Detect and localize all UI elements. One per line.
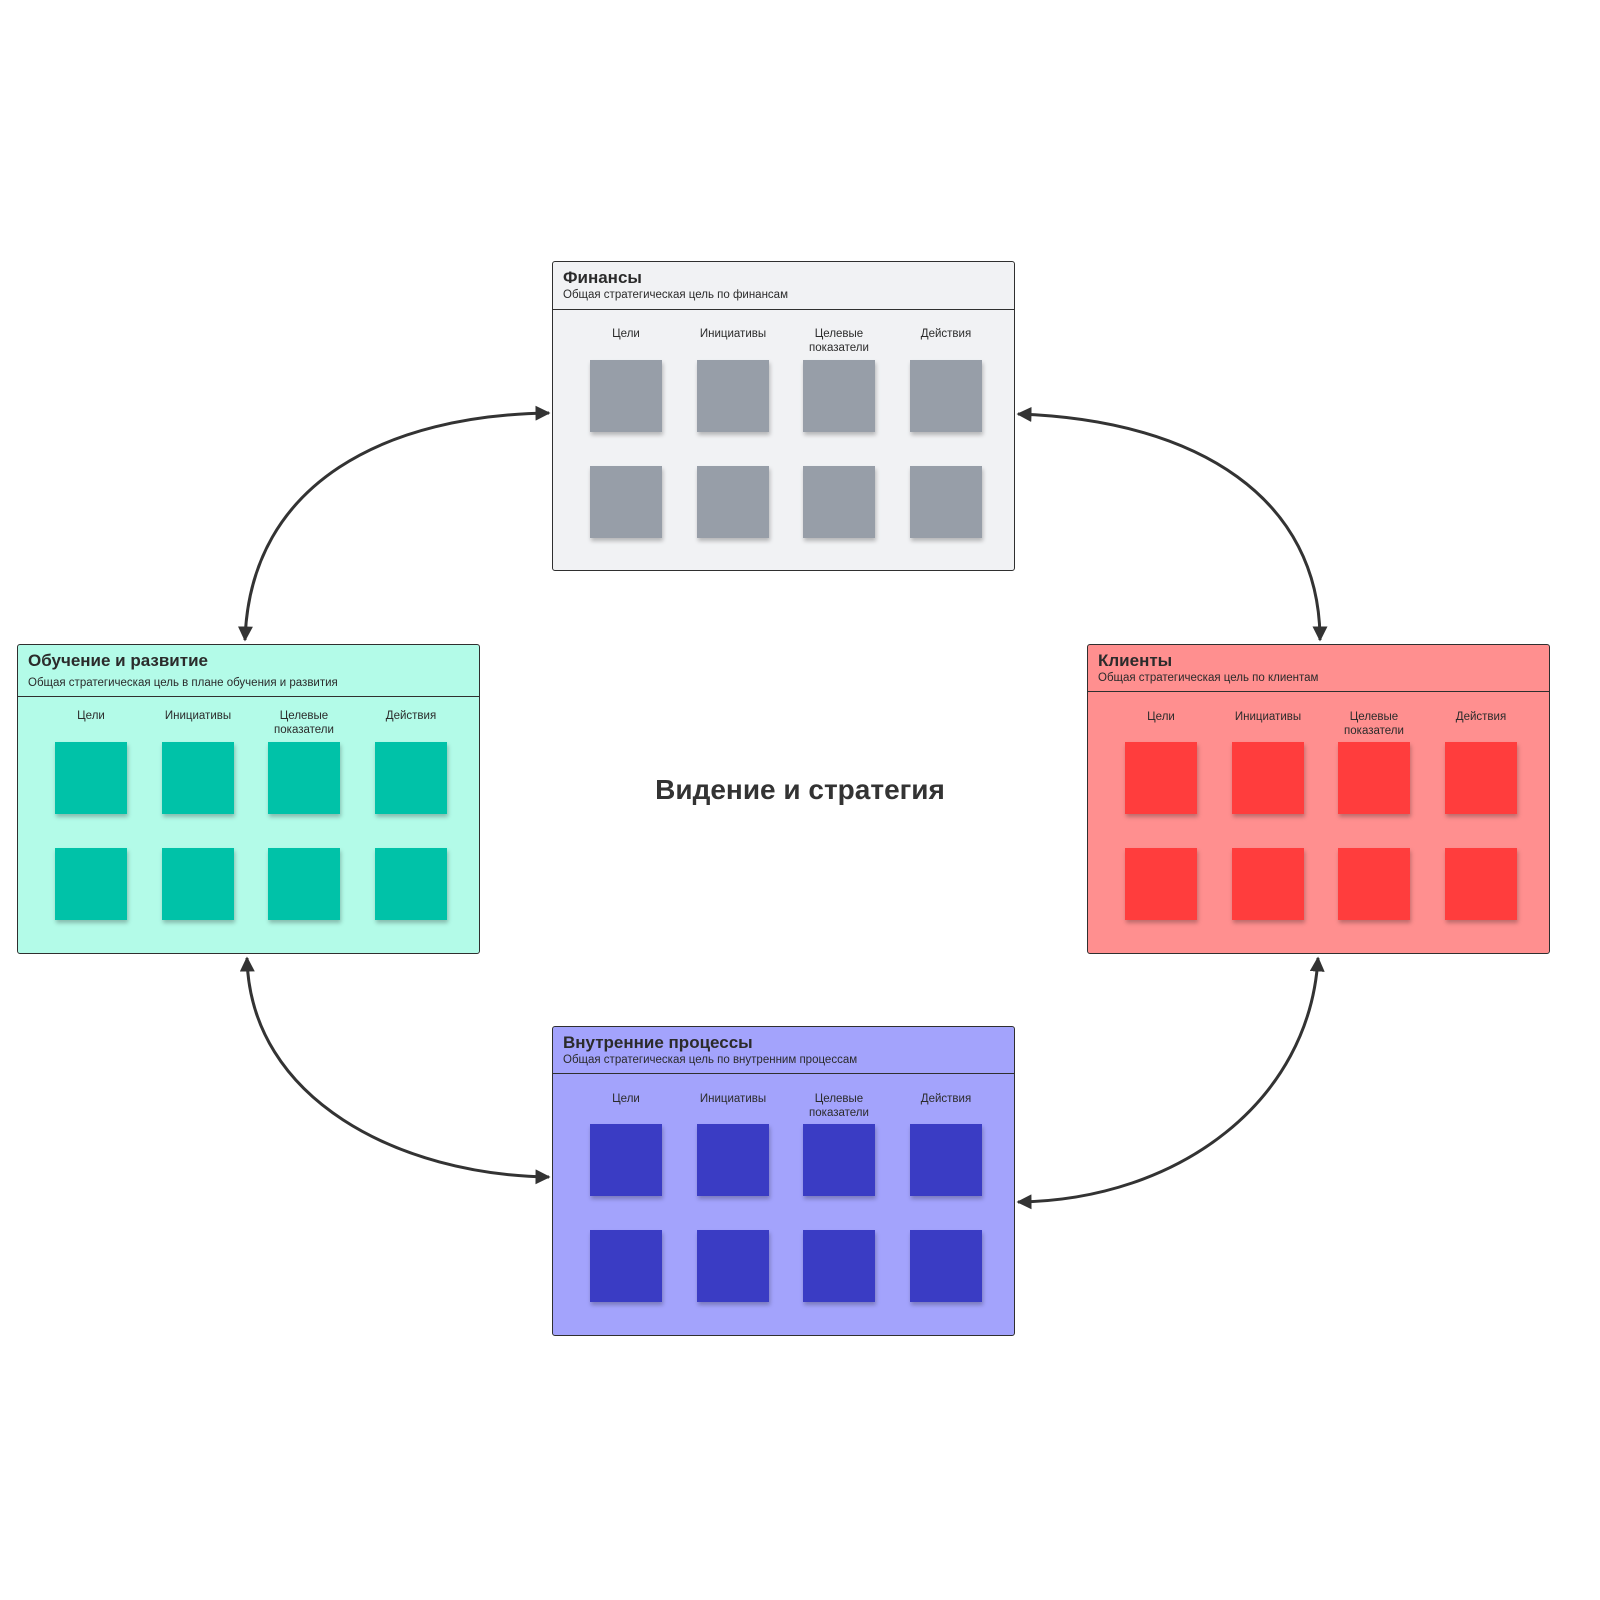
panel-header: Клиенты Общая стратегическая цель по кли… [1088, 645, 1549, 692]
column-label: Действия [1455, 711, 1507, 723]
panel-customers[interactable]: Клиенты Общая стратегическая цель по кли… [1087, 644, 1550, 954]
sticky-note[interactable] [1125, 742, 1197, 814]
arrow-learning-internal [239, 956, 551, 1185]
column-label: Действия [920, 1093, 972, 1105]
sticky-note[interactable] [910, 1230, 982, 1302]
panel-subtitle: Общая стратегическая цель по внутренним … [563, 1054, 858, 1066]
sticky-note[interactable] [590, 466, 662, 538]
sticky-note[interactable] [55, 742, 127, 814]
sticky-note[interactable] [1445, 742, 1517, 814]
sticky-note[interactable] [803, 1124, 875, 1196]
sticky-note[interactable] [697, 360, 769, 432]
sticky-note[interactable] [1232, 742, 1304, 814]
arrow-finance-customers [1016, 406, 1328, 642]
sticky-note[interactable] [1125, 848, 1197, 920]
arrow-customers-internal [1016, 956, 1325, 1210]
panel-title: Внутренние процессы [563, 1033, 753, 1052]
column-label: Цели [612, 1093, 640, 1105]
panel-learning[interactable]: Обучение и развитие Общая стратегическая… [17, 644, 480, 954]
sticky-note[interactable] [375, 742, 447, 814]
sticky-note[interactable] [590, 360, 662, 432]
panel-subtitle: Общая стратегическая цель по финансам [563, 289, 788, 301]
panel-title: Обучение и развитие [28, 651, 208, 670]
sticky-note[interactable] [1338, 742, 1410, 814]
panel-header: Обучение и развитие Общая стратегическая… [18, 645, 479, 697]
sticky-note[interactable] [268, 848, 340, 920]
sticky-note[interactable] [697, 466, 769, 538]
panel-internal[interactable]: Внутренние процессы Общая стратегическая… [552, 1026, 1015, 1336]
column-label: Инициативы [699, 1093, 767, 1105]
panel-subtitle: Общая стратегическая цель в плане обучен… [28, 677, 338, 689]
sticky-note[interactable] [375, 848, 447, 920]
arrow-learning-finance [237, 405, 551, 642]
panel-header: Внутренние процессы Общая стратегическая… [553, 1027, 1014, 1074]
column-label: Цели [1147, 711, 1175, 723]
sticky-note[interactable] [162, 848, 234, 920]
column-label: Инициативы [699, 328, 767, 340]
panel-title: Клиенты [1098, 651, 1173, 670]
column-label: Цели [612, 328, 640, 340]
panel-finance[interactable]: Финансы Общая стратегическая цель по фин… [552, 261, 1015, 571]
column-label: Действия [920, 328, 972, 340]
panel-subtitle: Общая стратегическая цель по клиентам [1098, 672, 1319, 684]
sticky-note[interactable] [162, 742, 234, 814]
sticky-note[interactable] [1232, 848, 1304, 920]
sticky-note[interactable] [910, 360, 982, 432]
column-label: Цели [77, 710, 105, 722]
sticky-note[interactable] [910, 466, 982, 538]
column-label: Целевые показатели [1344, 711, 1404, 737]
column-label: Действия [385, 710, 437, 722]
sticky-note[interactable] [910, 1124, 982, 1196]
sticky-note[interactable] [268, 742, 340, 814]
sticky-note[interactable] [1338, 848, 1410, 920]
sticky-note[interactable] [55, 848, 127, 920]
sticky-note[interactable] [697, 1230, 769, 1302]
center-title: Видение и стратегия [655, 774, 945, 805]
sticky-note[interactable] [803, 466, 875, 538]
sticky-note[interactable] [590, 1124, 662, 1196]
panel-header: Финансы Общая стратегическая цель по фин… [553, 262, 1014, 310]
panel-title: Финансы [563, 268, 642, 287]
column-label: Целевые показатели [809, 1093, 869, 1119]
column-label: Инициативы [164, 710, 232, 722]
sticky-note[interactable] [697, 1124, 769, 1196]
sticky-note[interactable] [803, 360, 875, 432]
column-label: Целевые показатели [274, 710, 334, 736]
sticky-note[interactable] [1445, 848, 1517, 920]
column-label: Инициативы [1234, 711, 1302, 723]
column-label: Целевые показатели [809, 328, 869, 354]
sticky-note[interactable] [590, 1230, 662, 1302]
sticky-note[interactable] [803, 1230, 875, 1302]
